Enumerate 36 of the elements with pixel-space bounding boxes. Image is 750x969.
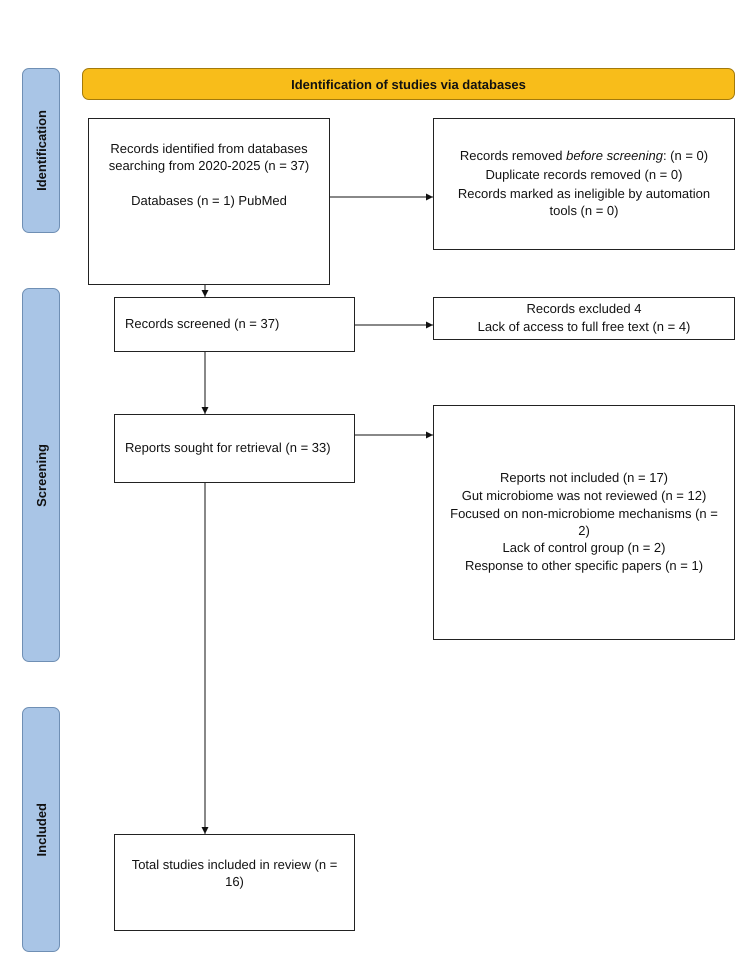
arrow bbox=[354, 322, 434, 328]
box-text: Records marked as ineligible by automation tools (n = 0) bbox=[456, 186, 712, 220]
process-box bbox=[433, 118, 735, 250]
stage-title: Identification bbox=[34, 110, 48, 191]
box-text: Focused on non-microbiome mechanisms (n = 2) bbox=[449, 506, 719, 540]
stage-label bbox=[22, 288, 60, 662]
box-text: Lack of access to full free text (n = 4) bbox=[478, 319, 690, 336]
box-text: Records removed before screening: (n = 0) bbox=[460, 148, 708, 166]
box-text: Reports not included (n = 17) bbox=[500, 470, 668, 487]
stage-title: Included bbox=[34, 802, 48, 856]
box-text: Gut microbiome was not reviewed (n = 12) bbox=[462, 488, 706, 505]
stage-title: Screening bbox=[34, 444, 48, 506]
section-banner bbox=[82, 68, 735, 100]
box-text: Records identified from databases searching from 2020-2025 (n = 37) bbox=[108, 141, 310, 175]
process-box bbox=[433, 297, 735, 340]
box-text: Reports sought for retrieval (n = 33) bbox=[125, 440, 331, 457]
box-text: Records excluded 4 bbox=[526, 301, 642, 318]
process-box bbox=[433, 405, 735, 640]
process-box bbox=[88, 118, 330, 285]
stage-label bbox=[22, 68, 60, 233]
process-box bbox=[114, 297, 355, 352]
box-text: Lack of control group (n = 2) bbox=[502, 540, 666, 558]
box-text: Total studies included in review (n = 16) bbox=[130, 857, 338, 891]
arrow bbox=[202, 352, 208, 414]
box-text: Duplicate records removed (n = 0) bbox=[486, 167, 682, 184]
box-text: Databases (n = 1) PubMed bbox=[131, 192, 287, 210]
process-box bbox=[114, 414, 355, 483]
stage-label bbox=[22, 707, 60, 952]
banner-title: Identification of studies via databases bbox=[291, 76, 526, 92]
arrow bbox=[202, 482, 208, 834]
box-text: Response to other specific papers (n = 1) bbox=[464, 558, 704, 576]
arrow bbox=[202, 284, 208, 298]
process-box bbox=[114, 834, 355, 931]
arrow bbox=[354, 432, 434, 438]
arrow bbox=[330, 194, 434, 200]
box-text: Records screened (n = 37) bbox=[125, 316, 280, 333]
